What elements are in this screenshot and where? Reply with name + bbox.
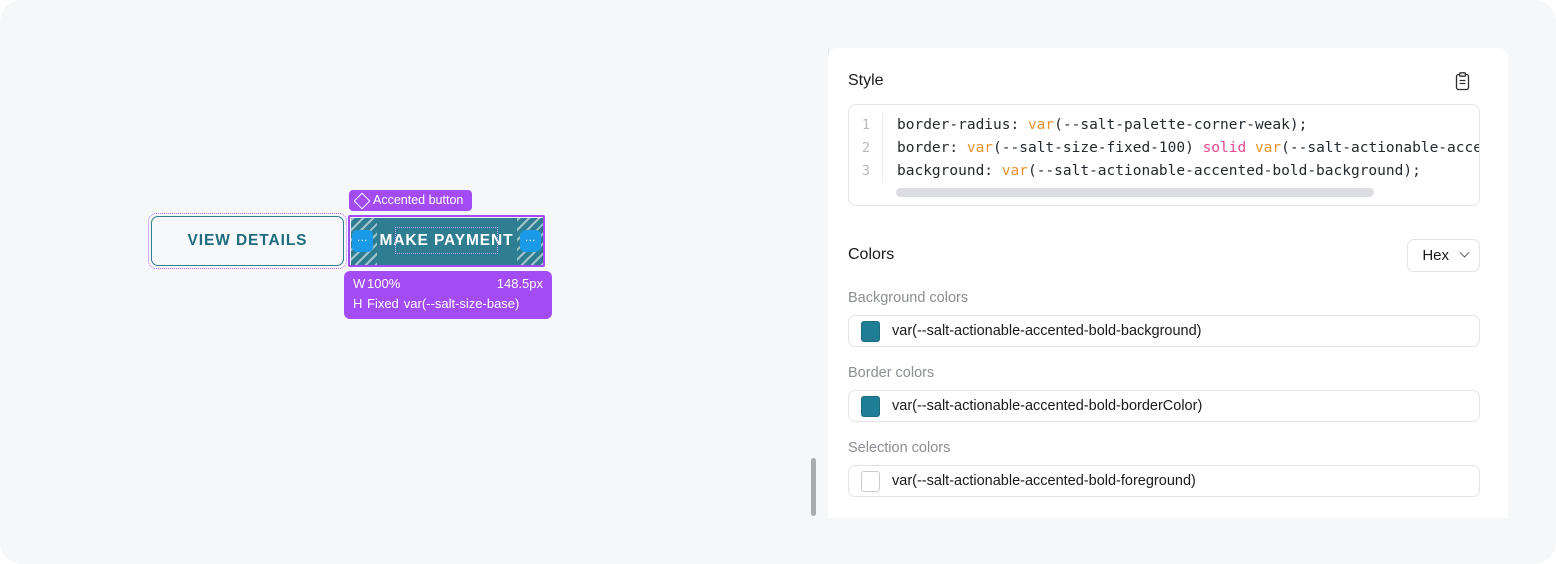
code-line: 3 background: var(--salt-actionable-acce…: [849, 159, 1479, 182]
color-group-label: Border colors: [848, 365, 935, 381]
code-line: 1 border-radius: var(--salt-palette-corn…: [849, 113, 1479, 136]
code-keyword: solid: [1193, 139, 1255, 156]
padding-hatch-left: [350, 217, 377, 265]
dimensions-width-row: W 100% 148.5px: [353, 274, 543, 294]
code-var-fn: var: [966, 139, 994, 156]
color-row[interactable]: var(--salt-actionable-accented-bold-back…: [848, 315, 1480, 347]
color-group-border: Border colors var(--salt-actionable-acce…: [848, 365, 1480, 422]
height-mode: Fixed: [367, 296, 399, 312]
style-code-editor[interactable]: 1 border-radius: var(--salt-palette-corn…: [848, 104, 1480, 206]
dimensions-tooltip: W 100% 148.5px H Fixed var(--salt-size-b…: [344, 271, 552, 320]
color-group-selection: Selection colors var(--salt-actionable-a…: [848, 440, 1480, 497]
line-number: 2: [849, 136, 883, 159]
color-token-name: var(--salt-actionable-accented-bold-bord…: [892, 398, 1203, 414]
code-paren: (: [1027, 162, 1037, 179]
height-value: var(--salt-size-base): [403, 296, 520, 312]
line-number: 3: [849, 159, 883, 182]
spacing-chip-left[interactable]: ...: [352, 230, 373, 252]
color-token-name: var(--salt-actionable-accented-bold-back…: [892, 323, 1202, 339]
line-number: 1: [849, 113, 883, 136]
code-paren: (: [993, 139, 1002, 156]
code-paren-close: );: [1403, 162, 1421, 179]
color-row[interactable]: var(--salt-actionable-accented-bold-fore…: [848, 465, 1480, 497]
code-paren-close: ): [1185, 139, 1194, 156]
code-line: 2 border: var(--salt-size-fixed-100) sol…: [849, 136, 1479, 159]
design-canvas[interactable]: Accented button VIEW DETAILS MAKE PAYMEN…: [0, 0, 828, 564]
color-swatch[interactable]: [861, 395, 880, 417]
width-key: W: [353, 276, 366, 291]
colors-section-header: Colors Hex: [848, 238, 1480, 272]
style-section-header: Style: [848, 64, 1480, 98]
code-var-fn-2: var: [1254, 139, 1282, 156]
color-format-value: Hex: [1422, 246, 1449, 264]
diamond-icon: [353, 192, 371, 209]
make-payment-button[interactable]: MAKE PAYMENT: [350, 217, 543, 265]
make-payment-button-label: MAKE PAYMENT: [379, 232, 514, 249]
properties-panel: Style 1 border-radius: var(--salt-palett…: [828, 48, 1508, 518]
component-badge-label: Accented button: [373, 193, 464, 208]
color-swatch[interactable]: [861, 320, 880, 342]
height-key: H: [353, 296, 363, 312]
color-format-select[interactable]: Hex: [1407, 238, 1480, 272]
code-property: border-radius:: [897, 116, 1028, 133]
view-details-button-wrap[interactable]: VIEW DETAILS: [148, 213, 347, 269]
component-badge[interactable]: Accented button: [349, 190, 473, 211]
color-swatch[interactable]: [861, 470, 880, 492]
code-token: --salt-palette-corner-weak: [1062, 116, 1290, 133]
code-line-content: background: var(--salt-actionable-accent…: [883, 162, 1421, 179]
code-line-content: border-radius: var(--salt-palette-corner…: [883, 116, 1308, 133]
code-var-fn: var: [1027, 116, 1055, 133]
code-paren-2: (: [1281, 139, 1290, 156]
code-property: background:: [897, 162, 1002, 179]
code-line-content: border: var(--salt-size-fixed-100) solid…: [883, 139, 1479, 156]
spacing-chip-right[interactable]: ...: [520, 230, 541, 252]
chevron-down-icon: [1459, 247, 1470, 258]
code-property: border:: [897, 139, 967, 156]
code-horizontal-scrollbar[interactable]: [896, 188, 1374, 197]
color-group-label: Background colors: [848, 290, 969, 306]
code-token: --salt-size-fixed-100: [1001, 139, 1186, 156]
color-group-label: Selection colors: [848, 440, 951, 456]
code-paren-close: );: [1289, 116, 1308, 133]
code-var-fn: var: [1001, 162, 1028, 179]
colors-section-title: Colors: [848, 246, 895, 263]
width-value: 148.5px: [496, 276, 543, 291]
code-paren: (: [1054, 116, 1063, 133]
view-details-button-label: VIEW DETAILS: [187, 232, 308, 249]
code-token-2: --salt-actionable-accented: [1289, 139, 1479, 156]
clipboard-icon[interactable]: [1448, 67, 1476, 95]
width-mode: 100%: [367, 276, 401, 291]
color-group-background: Background colors var(--salt-actionable-…: [848, 290, 1480, 347]
style-section-title: Style: [848, 72, 884, 89]
code-token: --salt-actionable-accented-bold-backgrou…: [1036, 162, 1404, 179]
panel-scrollbar-thumb[interactable]: [811, 458, 816, 516]
view-details-button[interactable]: VIEW DETAILS: [151, 216, 344, 266]
color-token-name: var(--salt-actionable-accented-bold-fore…: [892, 473, 1196, 489]
color-row[interactable]: var(--salt-actionable-accented-bold-bord…: [848, 390, 1480, 422]
dimensions-height-row: H Fixed var(--salt-size-base): [353, 294, 543, 314]
make-payment-button-wrap[interactable]: MAKE PAYMENT ... ...: [348, 215, 545, 267]
